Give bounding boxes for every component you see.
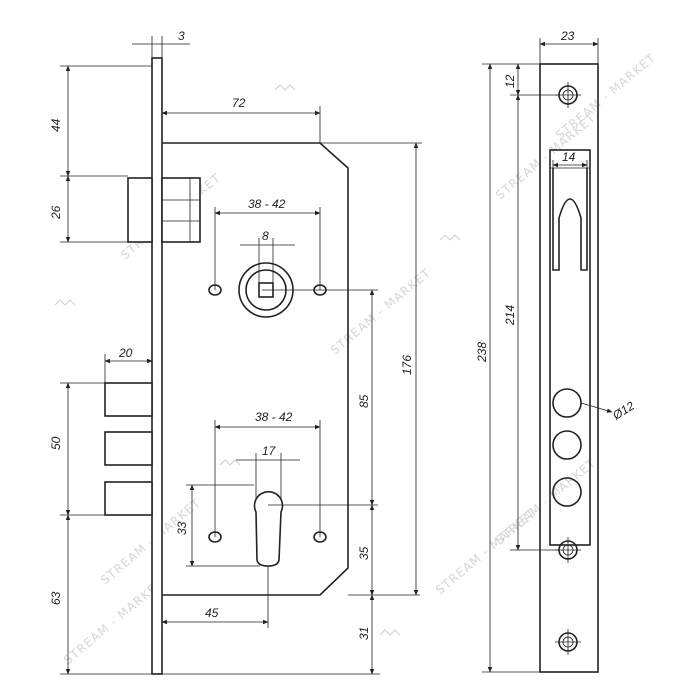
dim-label: 50 [49, 436, 63, 450]
dim-label: 8 [262, 229, 269, 243]
dim-cylinder-width: 17 [236, 444, 300, 500]
cylinder-cutout [208, 490, 378, 567]
dim-label: 3 [178, 29, 185, 43]
dim-cylinder-holes: 38 - 42 [214, 410, 321, 537]
dim-label: 44 [49, 118, 63, 132]
dim-faceplate-width: 23 [539, 29, 599, 64]
side-view: 23 12 14 214 238 Ø12 [475, 29, 637, 673]
dim-vertical-chain: 85 35 31 [162, 289, 420, 675]
front-view: 3 72 44 26 38 - 42 [49, 29, 422, 675]
dim-label: 214 [503, 305, 517, 326]
dim-total-height: 238 [475, 63, 540, 673]
dim-label: 85 [357, 394, 371, 408]
deadbolt [127, 177, 201, 243]
dim-backset: 45 [161, 566, 269, 628]
dim-body-width: 72 [161, 96, 321, 143]
dim-label: 63 [49, 591, 63, 605]
dim-label: 12 [503, 74, 517, 88]
dim-label: 33 [175, 521, 189, 535]
dim-label: 20 [118, 346, 133, 360]
latch-bolts [104, 382, 153, 516]
dim-label: 176 [400, 355, 414, 375]
front-faceplate [151, 57, 163, 675]
dim-top-offset: 12 [482, 63, 559, 96]
dim-latch-span: 50 63 [49, 382, 152, 675]
dim-cylinder-height: 33 [175, 484, 260, 567]
dim-screw-distance: 214 [503, 94, 559, 551]
spindle-hub [208, 262, 378, 318]
dim-label: 23 [560, 29, 575, 43]
dim-label: 31 [357, 627, 371, 640]
dim-deadbolt: 44 26 [49, 65, 152, 243]
dim-spindle-square: 8 [240, 229, 295, 283]
dim-label: 238 [475, 342, 489, 363]
dim-label: 45 [205, 606, 219, 620]
dim-latch-width: 20 [104, 346, 153, 383]
dim-label: 17 [262, 444, 277, 458]
dim-label: 38 - 42 [248, 197, 286, 211]
side-screw-holes [555, 82, 581, 655]
dim-slot-width: 14 [552, 150, 588, 168]
dim-body-height: 176 [320, 142, 422, 596]
dim-plate-thickness: 3 [132, 29, 190, 58]
watermark-squiggles [54, 84, 461, 636]
dim-hole-diameter-label: Ø12 [609, 398, 637, 423]
lock-body [162, 142, 349, 596]
dim-label: 35 [357, 546, 371, 560]
dim-label: 14 [562, 150, 576, 164]
watermark-text: STREAM - MARKET [61, 576, 167, 668]
side-round-openings [552, 388, 613, 507]
dim-label: 72 [232, 96, 246, 110]
dim-label: 38 - 42 [255, 410, 293, 424]
side-faceplate [539, 63, 599, 673]
dim-label: 26 [49, 205, 63, 220]
watermark-text: STREAM - MARKET [493, 456, 599, 548]
dim-spindle-holes: 38 - 42 [214, 197, 321, 290]
watermark-text: STREAM - MARKET [328, 266, 434, 358]
